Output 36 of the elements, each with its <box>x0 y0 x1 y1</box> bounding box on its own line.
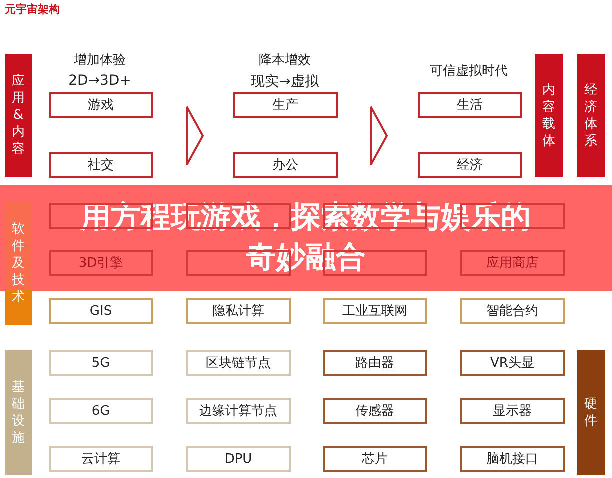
item-box: GIS <box>49 298 153 324</box>
category-bar: 基础设施 <box>5 350 32 475</box>
item-box: 隐私计算 <box>186 298 291 324</box>
item-box: 5G <box>49 350 153 376</box>
category-bar: 软件及技术 <box>5 202 32 325</box>
column-heading: 降本增效 <box>258 52 312 69</box>
category-bar: 内容载体 <box>535 54 563 177</box>
item-box: 生活 <box>418 92 522 118</box>
item-box: 智能合约 <box>460 298 565 324</box>
item-box: 办公 <box>233 152 338 178</box>
item-box: 脑机接口 <box>460 446 565 472</box>
item-box: 传感器 <box>323 398 427 424</box>
item-box: 3D引擎 <box>49 250 153 276</box>
item-box: 社交 <box>49 152 153 178</box>
category-bar: 应用&内容 <box>5 54 32 177</box>
item-box: DPU <box>186 446 291 472</box>
item-box: 云计算 <box>49 446 153 472</box>
item-box: 工业互联网 <box>323 298 427 324</box>
category-bar: 硬件 <box>577 350 605 475</box>
item-box: 6G <box>49 398 153 424</box>
item-box: 芯片 <box>323 446 427 472</box>
column-heading: 可信虚拟时代 <box>429 63 509 80</box>
item-box: 区块链节点 <box>186 350 291 376</box>
item-box: 游戏 <box>49 92 153 118</box>
column-heading: 现实→虚拟 <box>250 73 320 91</box>
title: 元宇宙架构 <box>5 2 60 17</box>
item-box: 显示器 <box>460 398 565 424</box>
item-box: 路由器 <box>323 350 427 376</box>
column-heading: 增加体验 <box>73 52 127 69</box>
item-box: 边缘计算节点 <box>186 398 291 424</box>
item-box: 生产 <box>233 92 338 118</box>
item-box: 应用商店 <box>460 250 565 276</box>
column-heading: 2D→3D+ <box>68 73 132 89</box>
item-box: VR头显 <box>460 350 565 376</box>
category-bar: 经济体系 <box>577 54 605 177</box>
item-box: 经济 <box>418 152 522 178</box>
